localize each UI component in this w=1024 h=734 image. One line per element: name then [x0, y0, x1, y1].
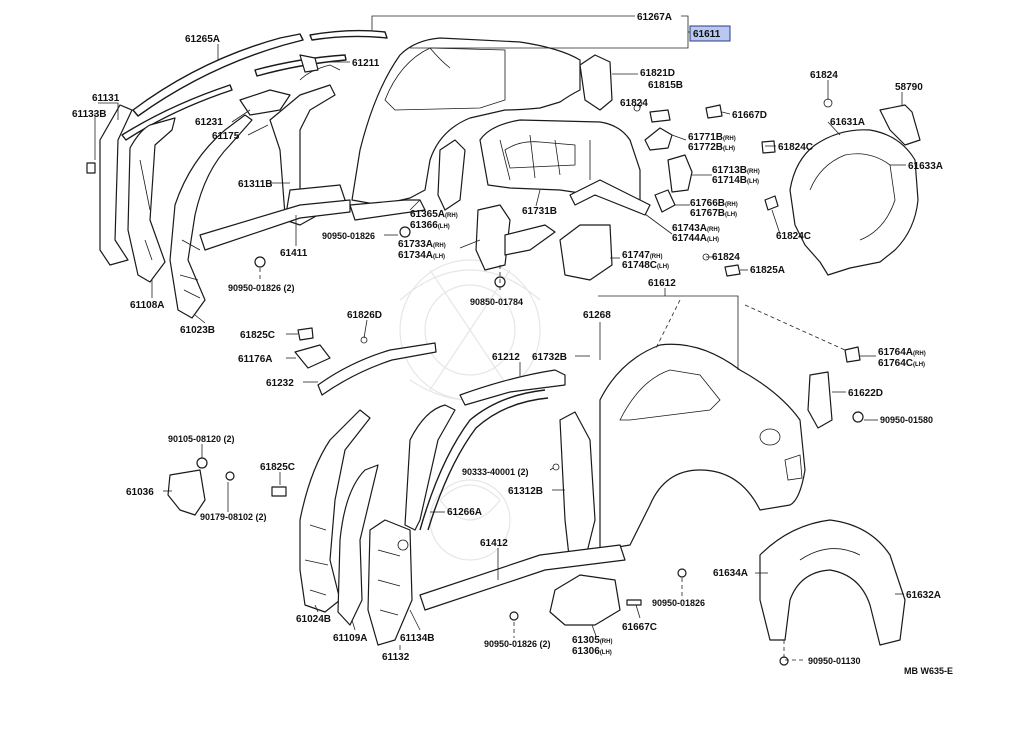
label-61734A: 61734A(LH) [398, 250, 445, 261]
label-61744A: 61744A(LH) [672, 233, 719, 244]
label-61311B: 61311B [238, 179, 272, 190]
label-61305: 61305(RH) [572, 635, 612, 646]
label-61825A: 61825A [750, 265, 785, 276]
label-90105-08120: 90105-08120 (2) [168, 434, 235, 444]
label-90179-08102: 90179-08102 (2) [200, 512, 267, 522]
label-61622D: 61622D [848, 388, 883, 399]
label-61365A: 61365A(RH) [410, 209, 458, 220]
label-61764C: 61764C(LH) [878, 358, 925, 369]
label-61748C: 61748C(LH) [622, 260, 669, 271]
label-90950-01580: 90950-01580 [880, 415, 933, 425]
drawing-code: MB W635-E [904, 666, 953, 676]
label-61667C: 61667C [622, 622, 657, 633]
label-90850-01784: 90850-01784 [470, 297, 523, 307]
label-61634A: 61634A [713, 568, 748, 579]
label-61267A: 61267A [637, 12, 672, 23]
label-61411: 61411 [280, 248, 308, 259]
label-61733A: 61733A(RH) [398, 239, 446, 250]
label-61766B: 61766B(RH) [690, 198, 738, 209]
label-61824-a: 61824 [620, 98, 648, 109]
label-61232: 61232 [266, 378, 294, 389]
label-61633A: 61633A [908, 161, 943, 172]
leader-lines [94, 15, 906, 661]
label-61771B: 61771B(RH) [688, 132, 736, 143]
lower-assembly-drawing [167, 327, 906, 666]
highlight-box-61611 [689, 25, 731, 42]
label-61268: 61268 [583, 310, 611, 321]
label-61211: 61211 [352, 58, 380, 69]
label-61612: 61612 [648, 278, 676, 289]
label-61824-c: 61824 [712, 252, 740, 263]
label-90333-40001: 90333-40001 (2) [462, 467, 529, 477]
label-61743A: 61743A(RH) [672, 223, 720, 234]
label-61176A: 61176A [238, 354, 272, 365]
label-61732B: 61732B [532, 352, 567, 363]
label-61767B: 61767B(LH) [690, 208, 737, 219]
label-61036: 61036 [126, 487, 154, 498]
label-61825C-b: 61825C [260, 462, 295, 473]
label-61667D: 61667D [732, 110, 767, 121]
label-61231: 61231 [195, 117, 223, 128]
label-61714B: 61714B(LH) [712, 175, 759, 186]
label-61826D: 61826D [347, 310, 382, 321]
label-61265A: 61265A [185, 34, 220, 45]
label-61772B: 61772B(LH) [688, 142, 735, 153]
label-61175: 61175 [212, 131, 240, 142]
label-61024B: 61024B [296, 614, 331, 625]
label-61824-b: 61824 [810, 70, 838, 81]
upper-assembly-drawing [86, 29, 921, 319]
label-61212: 61212 [492, 352, 520, 363]
label-61815B: 61815B [648, 80, 683, 91]
label-61132: 61132 [382, 652, 410, 663]
label-61108A: 61108A [130, 300, 164, 311]
label-58790: 58790 [895, 82, 923, 93]
label-61824C-a: 61824C [778, 142, 813, 153]
label-61023B: 61023B [180, 325, 215, 336]
label-61731B: 61731B [522, 206, 557, 217]
label-90950-01826-a: 90950-01826 [322, 231, 375, 241]
label-61109A: 61109A [333, 633, 367, 644]
label-90950-01826-2a: 90950-01826 (2) [228, 283, 295, 293]
label-61412: 61412 [480, 538, 508, 549]
label-61366: 61366(LH) [410, 220, 450, 231]
label-61821D: 61821D [640, 68, 675, 79]
label-61611-highlighted[interactable]: 61611 [693, 29, 721, 40]
label-61631A: 61631A [830, 117, 865, 128]
part-number-labels: 61267A 61611 61265A 61211 61821D 61815B … [72, 12, 953, 676]
label-61825C-a: 61825C [240, 330, 275, 341]
label-61632A: 61632A [906, 590, 941, 601]
label-61713B: 61713B(RH) [712, 165, 760, 176]
label-61747: 61747(RH) [622, 250, 662, 261]
label-61134B: 61134B [400, 633, 434, 644]
label-61133B: 61133B [72, 109, 106, 120]
label-90950-01826-2b: 90950-01826 (2) [484, 639, 551, 649]
label-61266A: 61266A [447, 507, 482, 518]
label-90950-01130: 90950-01130 [808, 656, 861, 666]
label-61312B: 61312B [508, 486, 543, 497]
label-61131: 61131 [92, 93, 120, 104]
label-61306: 61306(LH) [572, 646, 612, 657]
label-90950-01826-b: 90950-01826 [652, 598, 705, 608]
label-61764A: 61764A(RH) [878, 347, 926, 358]
label-61824C-b: 61824C [776, 231, 811, 242]
